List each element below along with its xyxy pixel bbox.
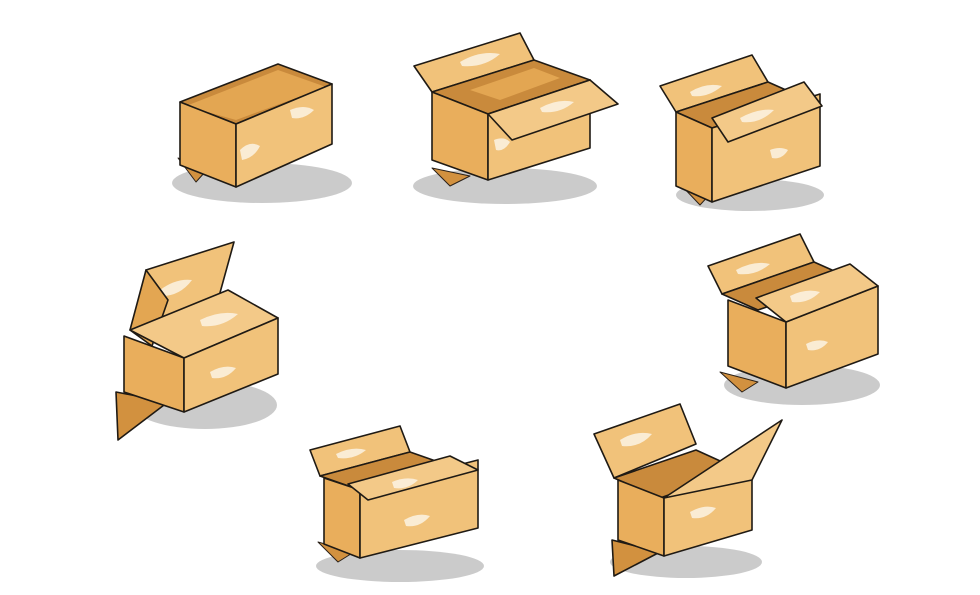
highlight	[770, 148, 788, 159]
highlight	[392, 478, 418, 489]
highlight	[404, 514, 430, 527]
box-side-face	[675, 111, 713, 203]
closed-lid-box-bottom-center	[309, 425, 484, 582]
highlight	[240, 143, 260, 160]
box-interior-wall	[470, 68, 560, 100]
highlight	[736, 262, 770, 275]
highlight	[290, 107, 314, 119]
open-flaps-box-top-center	[413, 32, 619, 204]
highlight	[806, 340, 828, 351]
highlight	[740, 109, 774, 123]
highlight	[540, 100, 574, 113]
highlight	[690, 84, 722, 97]
highlight	[790, 290, 820, 303]
bottom-flap	[431, 167, 471, 187]
highlight	[690, 506, 716, 519]
highlight	[336, 448, 366, 459]
upright-flap-box-left	[115, 241, 279, 441]
cube-box-top-right	[659, 54, 824, 211]
highlight	[460, 53, 500, 67]
highlight	[210, 366, 236, 379]
box-front-face	[183, 317, 279, 413]
highlight	[494, 138, 510, 151]
highlight	[620, 432, 652, 447]
lidded-box-right	[707, 233, 880, 405]
flared-flaps-box-bottom-right	[593, 403, 783, 578]
highlight	[200, 312, 238, 327]
front-flap	[347, 455, 479, 501]
back-flap	[593, 403, 697, 479]
highlight	[160, 279, 192, 296]
bottom-flap	[719, 371, 759, 393]
box-interior-wall	[186, 70, 326, 120]
open-box-top-left	[172, 63, 352, 203]
front-flap	[663, 419, 783, 499]
